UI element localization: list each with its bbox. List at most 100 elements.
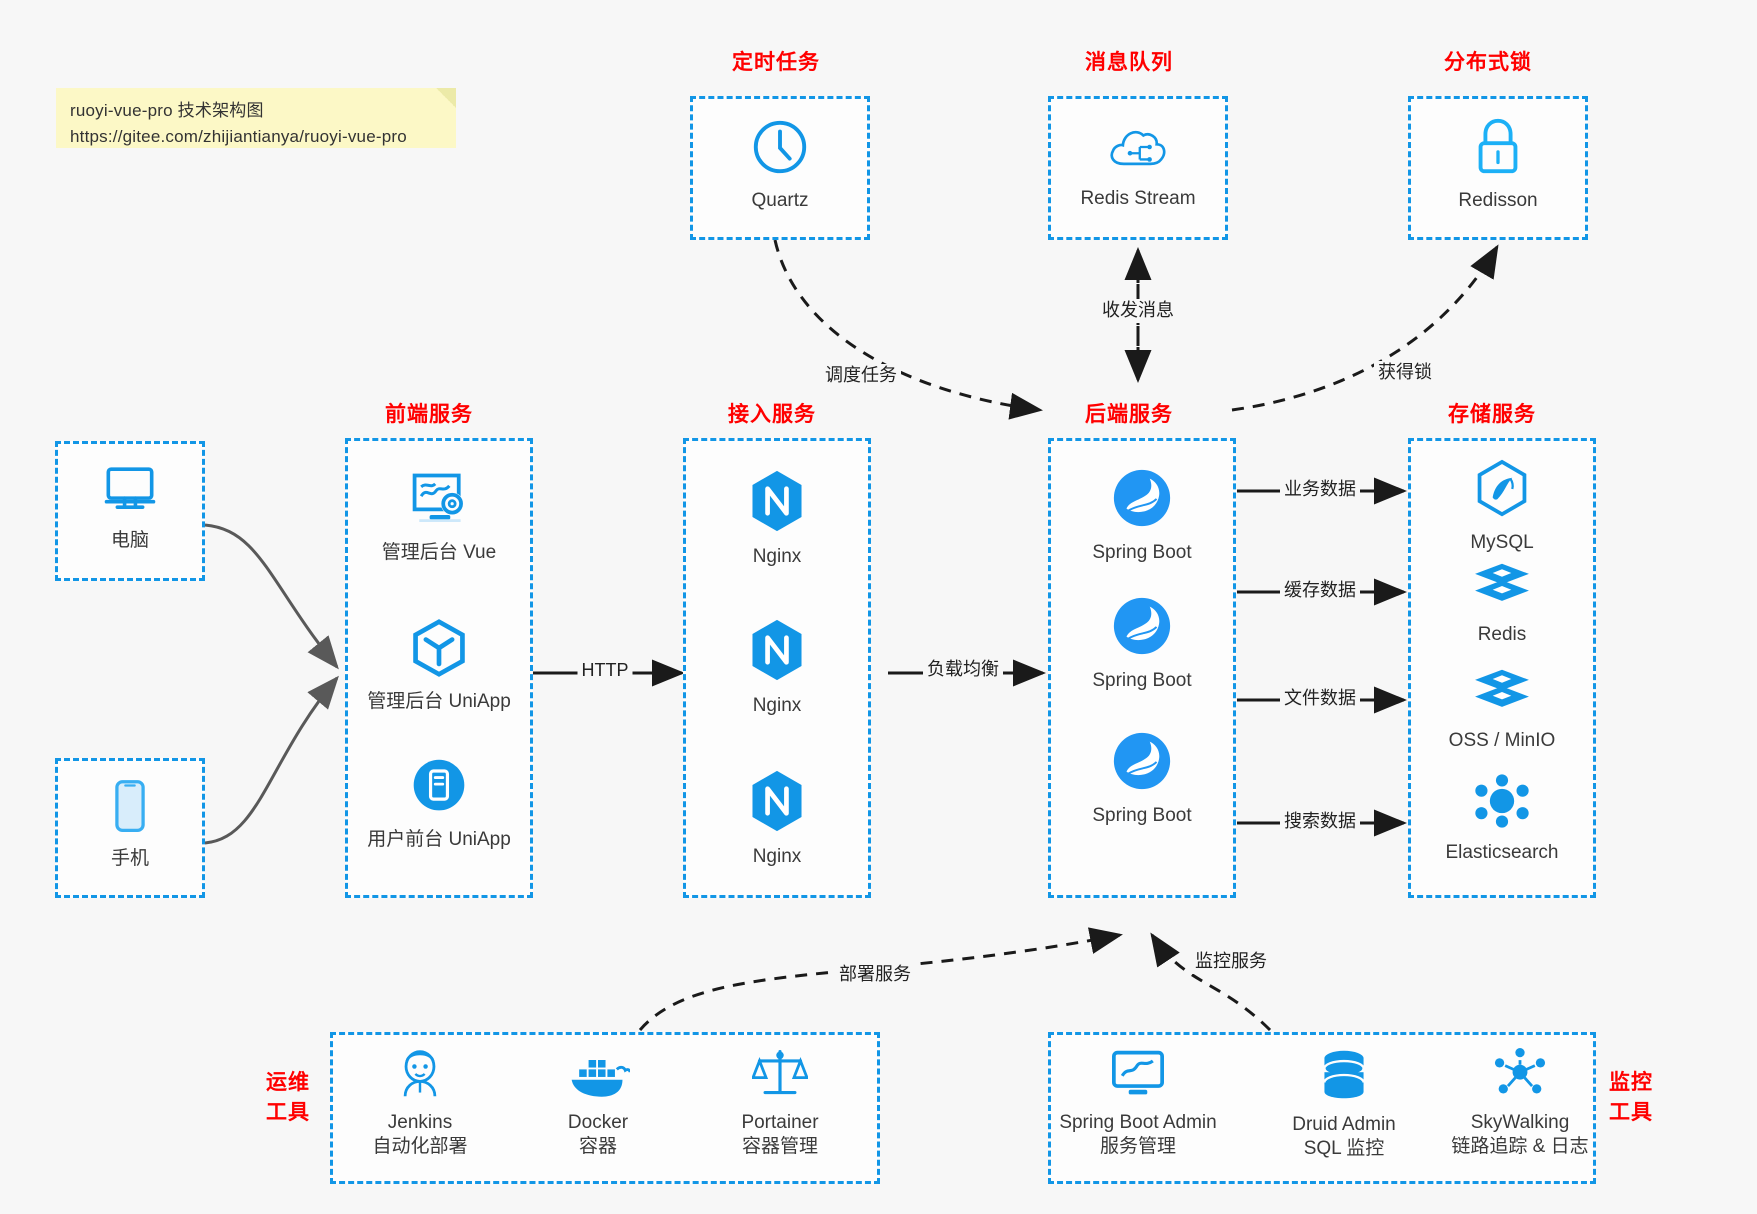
group-label-frontend: 前端服务: [385, 403, 473, 426]
spring-boot-icon: [1110, 594, 1174, 663]
redis-icon: [1471, 560, 1533, 617]
scales-icon: [750, 1046, 810, 1105]
node-label: 管理后台 UniApp: [367, 691, 511, 712]
node-redis[interactable]: Redis: [1408, 560, 1596, 647]
edge-label-http: HTTP: [577, 658, 633, 682]
node-nginx-1[interactable]: Nginx: [683, 468, 871, 569]
node-label: Redisson: [1458, 190, 1538, 211]
node-label: Nginx: [752, 695, 802, 716]
edge-label-search-data: 搜索数据: [1280, 810, 1360, 834]
box-pc: [55, 441, 205, 581]
dashboard-settings-icon: [406, 468, 472, 535]
mobile-phone-icon: [107, 778, 153, 841]
node-sublabel: 服务管理: [1099, 1136, 1176, 1157]
node-admin-vue[interactable]: 管理后台 Vue: [345, 468, 533, 565]
node-portainer[interactable]: Portainer 容器管理: [700, 1046, 860, 1159]
node-label: Spring Boot Admin: [1059, 1112, 1217, 1133]
node-oss-minio[interactable]: OSS / MinIO: [1408, 666, 1596, 753]
node-sublabel: SQL 监控: [1303, 1138, 1385, 1159]
app-circle-icon: [409, 755, 469, 822]
group-label-mq: 消息队列: [1085, 51, 1173, 74]
node-mysql[interactable]: MySQL: [1408, 458, 1596, 555]
node-user-uniapp[interactable]: 用户前台 UniApp: [345, 755, 533, 852]
node-spring-boot-1[interactable]: Spring Boot: [1048, 466, 1236, 565]
node-label: 电脑: [110, 530, 149, 551]
node-label: Elasticsearch: [1445, 842, 1559, 863]
node-spring-boot-admin[interactable]: Spring Boot Admin 服务管理: [1048, 1048, 1228, 1159]
group-label-devops-1: 运维: [266, 1071, 310, 1094]
note-line-url: https://gitee.com/zhijiantianya/ruoyi-vu…: [70, 127, 407, 146]
title-note: ruoyi-vue-pro 技术架构图 https://gitee.com/zh…: [56, 88, 456, 148]
node-label: Quartz: [751, 190, 809, 211]
group-label-scheduled: 定时任务: [732, 51, 820, 74]
node-spring-boot-2[interactable]: Spring Boot: [1048, 594, 1236, 693]
group-label-monitor-2: 工具: [1609, 1101, 1653, 1124]
box-devops-tools: [330, 1032, 880, 1184]
node-elasticsearch[interactable]: Elasticsearch: [1408, 772, 1596, 865]
node-admin-uniapp[interactable]: 管理后台 UniApp: [345, 617, 533, 714]
database-icon: [1317, 1048, 1371, 1107]
cloud-stream-icon: [1106, 118, 1170, 181]
edge-label-deploy-service: 部署服务: [835, 963, 915, 987]
group-label-lock: 分布式锁: [1444, 51, 1532, 74]
note-line-title: ruoyi-vue-pro 技术架构图: [70, 101, 264, 120]
node-label: Spring Boot: [1092, 542, 1192, 563]
node-label: Nginx: [752, 846, 802, 867]
edge-label-load-balance: 负载均衡: [923, 658, 1003, 682]
node-skywalking[interactable]: SkyWalking 链路追踪 & 日志: [1430, 1048, 1610, 1159]
edge-label-file-data: 文件数据: [1280, 687, 1360, 711]
box-monitor-tools: [1048, 1032, 1596, 1184]
edge-label-schedule-task: 调度任务: [821, 364, 901, 388]
node-label: 用户前台 UniApp: [367, 829, 511, 850]
node-druid-admin[interactable]: Druid Admin SQL 监控: [1264, 1048, 1424, 1161]
lock-icon: [1468, 116, 1528, 183]
object-storage-icon: [1471, 666, 1533, 723]
node-quartz[interactable]: Quartz: [690, 116, 870, 213]
node-label: OSS / MinIO: [1448, 730, 1556, 751]
clock-icon: [749, 116, 811, 183]
node-label: Spring Boot: [1092, 670, 1192, 691]
node-sublabel: 容器管理: [741, 1136, 818, 1157]
node-redis-stream[interactable]: Redis Stream: [1048, 118, 1228, 211]
edge-label-cache-data: 缓存数据: [1280, 579, 1360, 603]
group-label-monitor-1: 监控: [1609, 1071, 1653, 1094]
node-label: MySQL: [1470, 532, 1534, 553]
spring-boot-icon: [1110, 466, 1174, 535]
node-sublabel: 容器: [578, 1136, 617, 1157]
nginx-icon: [746, 617, 808, 688]
node-pc[interactable]: 电脑: [55, 462, 205, 553]
node-jenkins[interactable]: Jenkins 自动化部署: [340, 1046, 500, 1159]
spring-boot-icon: [1110, 729, 1174, 798]
node-label: Portainer: [741, 1112, 819, 1133]
node-nginx-3[interactable]: Nginx: [683, 768, 871, 869]
node-docker[interactable]: Docker 容器: [518, 1052, 678, 1159]
group-label-storage: 存储服务: [1448, 403, 1536, 426]
node-sublabel: 链路追踪 & 日志: [1451, 1136, 1589, 1157]
node-label: Redis Stream: [1080, 188, 1196, 209]
cube-icon: [409, 617, 469, 684]
group-label-devops-2: 工具: [266, 1101, 310, 1124]
node-redisson[interactable]: Redisson: [1408, 116, 1588, 213]
node-spring-boot-3[interactable]: Spring Boot: [1048, 729, 1236, 828]
edge-label-monitor-service: 监控服务: [1191, 950, 1271, 974]
box-message-queue: [1048, 96, 1228, 240]
edge-label-business-data: 业务数据: [1280, 478, 1360, 502]
node-label: SkyWalking: [1470, 1112, 1570, 1133]
docker-icon: [566, 1052, 632, 1105]
node-label: Redis: [1477, 624, 1527, 645]
elasticsearch-icon: [1472, 772, 1532, 835]
group-label-gateway: 接入服务: [728, 403, 816, 426]
nginx-icon: [746, 468, 808, 539]
node-label: Docker: [567, 1112, 629, 1133]
node-label: 管理后台 Vue: [381, 542, 497, 563]
node-sublabel: 自动化部署: [372, 1136, 468, 1157]
group-label-backend: 后端服务: [1085, 403, 1173, 426]
edge-label-acquire-lock: 获得锁: [1374, 361, 1436, 385]
node-label: Jenkins: [387, 1112, 453, 1133]
edge-label-send-receive-msg: 收发消息: [1098, 299, 1178, 323]
node-label: Druid Admin: [1292, 1114, 1396, 1135]
node-nginx-2[interactable]: Nginx: [683, 617, 871, 718]
box-frontend-services: [345, 438, 533, 898]
node-phone[interactable]: 手机: [55, 778, 205, 871]
